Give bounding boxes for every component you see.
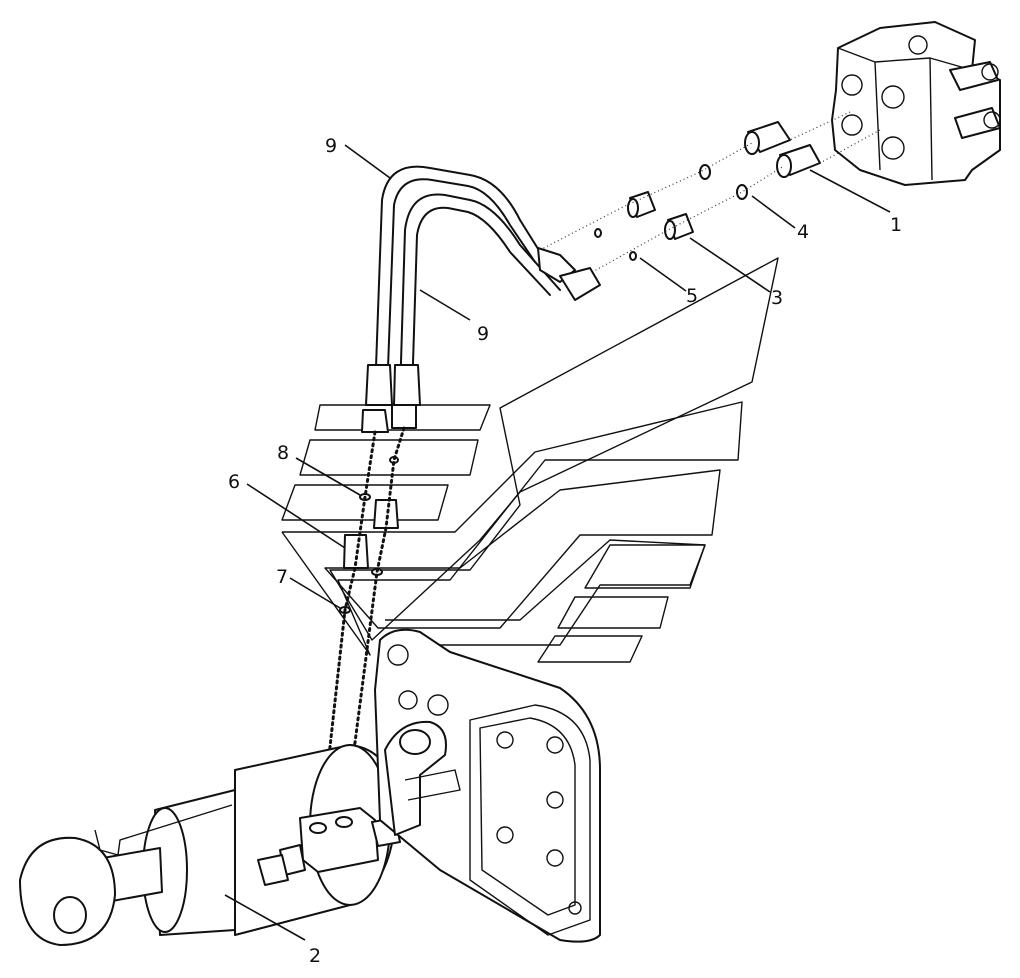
callout-label-3: 3 (771, 287, 783, 309)
tractor-body-outline (281, 257, 779, 663)
o-ring-small-upper (594, 228, 602, 238)
manifold-block (257, 807, 401, 886)
adapter-item-3 (664, 213, 694, 240)
callout-label-2: 2 (309, 945, 321, 967)
quick-coupler-upper (744, 121, 791, 155)
callout-label-9-upper: 9 (325, 135, 337, 157)
callout-label-8: 8 (277, 442, 289, 464)
transmission-housing (374, 628, 601, 943)
callout-label-4: 4 (797, 221, 809, 243)
leader-lines (224, 144, 891, 941)
hydraulic-hose-pair (361, 165, 601, 433)
o-ring-item-4 (736, 184, 748, 200)
o-ring-upper (699, 164, 711, 180)
callout-labels: 9 9 1 4 3 5 8 6 7 2 (228, 135, 902, 967)
callout-label-5: 5 (686, 285, 698, 307)
control-valve-block (831, 21, 1001, 186)
callout-label-6: 6 (228, 471, 240, 493)
callout-label-7: 7 (276, 566, 288, 588)
callout-label-9-lower: 9 (477, 323, 489, 345)
o-ring-item-5 (629, 251, 637, 261)
callout-label-1: 1 (890, 214, 902, 236)
adapter-upper (627, 191, 656, 218)
